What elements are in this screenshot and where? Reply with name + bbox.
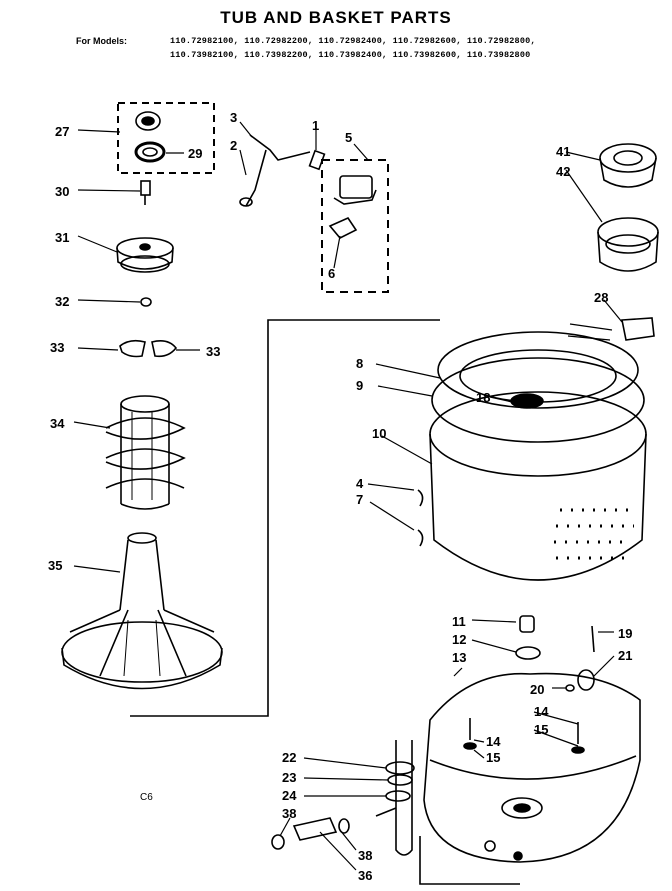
callout-1: 1 (312, 118, 319, 133)
callout-18: 18 (476, 390, 490, 405)
callout-35: 35 (48, 558, 62, 573)
page-title: TUB AND BASKET PARTS (220, 8, 452, 27)
part-group-5-6 (321, 159, 389, 293)
callout-12: 12 (452, 632, 466, 647)
callout-41: 41 (556, 144, 570, 159)
callout-3: 3 (230, 110, 237, 125)
callout-23: 23 (282, 770, 296, 785)
callout-42: 42 (556, 164, 570, 179)
callout-10: 10 (372, 426, 386, 441)
bracket-line-lower (419, 836, 520, 885)
part-8-9-10-basket-assembly (429, 323, 647, 581)
callout-20: 20 (530, 682, 544, 697)
part-19-20-21 (565, 625, 595, 692)
callout-labels: 27 29 30 31 32 33 33 34 35 3 2 1 5 6 41 … (48, 110, 632, 883)
part-group-27-29 (117, 102, 215, 174)
callout-38-right: 38 (358, 848, 372, 863)
callout-14-right: 14 (534, 704, 549, 719)
callout-19: 19 (618, 626, 632, 641)
part-35-agitator (61, 532, 223, 690)
part-30-bolt (140, 180, 151, 205)
part-1-2-3-crank (239, 134, 326, 207)
callout-7: 7 (356, 492, 363, 507)
callout-21: 21 (618, 648, 632, 663)
callout-5: 5 (345, 130, 352, 145)
part-32-ring (140, 297, 152, 307)
callout-33-left: 33 (50, 340, 64, 355)
callout-36: 36 (358, 868, 372, 883)
footer-code: C6 (140, 792, 153, 803)
callout-2: 2 (230, 138, 237, 153)
part-4-7-clips (417, 489, 424, 547)
callout-30: 30 (55, 184, 69, 199)
callout-31: 31 (55, 230, 69, 245)
part-41-42-bleach-dispenser (597, 143, 659, 272)
part-14-15-screws (463, 718, 585, 754)
part-11-12-nut-washer (515, 615, 541, 660)
callout-32: 32 (55, 294, 69, 309)
callout-34: 34 (50, 416, 65, 431)
callout-22: 22 (282, 750, 296, 765)
models-list-line-2: 110.73982100, 110.73982200, 110.73982400… (170, 50, 531, 60)
callout-24: 24 (282, 788, 297, 803)
part-34-spring-drum (105, 395, 186, 510)
bracket-line-left (130, 319, 440, 717)
callout-15-left: 15 (486, 750, 500, 765)
callout-11: 11 (452, 614, 466, 629)
leader-lines (73, 121, 623, 871)
callout-33-right: 33 (206, 344, 220, 359)
part-33-clips (119, 339, 178, 358)
callout-8: 8 (356, 356, 363, 371)
part-31-cap (116, 237, 174, 273)
callout-27: 27 (55, 124, 69, 139)
callout-4: 4 (356, 476, 364, 491)
callout-14-left: 14 (486, 734, 501, 749)
models-label: For Models: (76, 36, 127, 46)
callout-28: 28 (594, 290, 608, 305)
callout-9: 9 (356, 378, 363, 393)
callout-6: 6 (328, 266, 335, 281)
part-13-outer-tub (423, 672, 641, 863)
callout-13: 13 (452, 650, 466, 665)
callout-15-right: 15 (534, 722, 548, 737)
models-list-line-1: 110.72982100, 110.72982200, 110.72982400… (170, 36, 536, 46)
callout-38-left: 38 (282, 806, 296, 821)
callout-29: 29 (188, 146, 202, 161)
part-28-clip (621, 317, 655, 341)
